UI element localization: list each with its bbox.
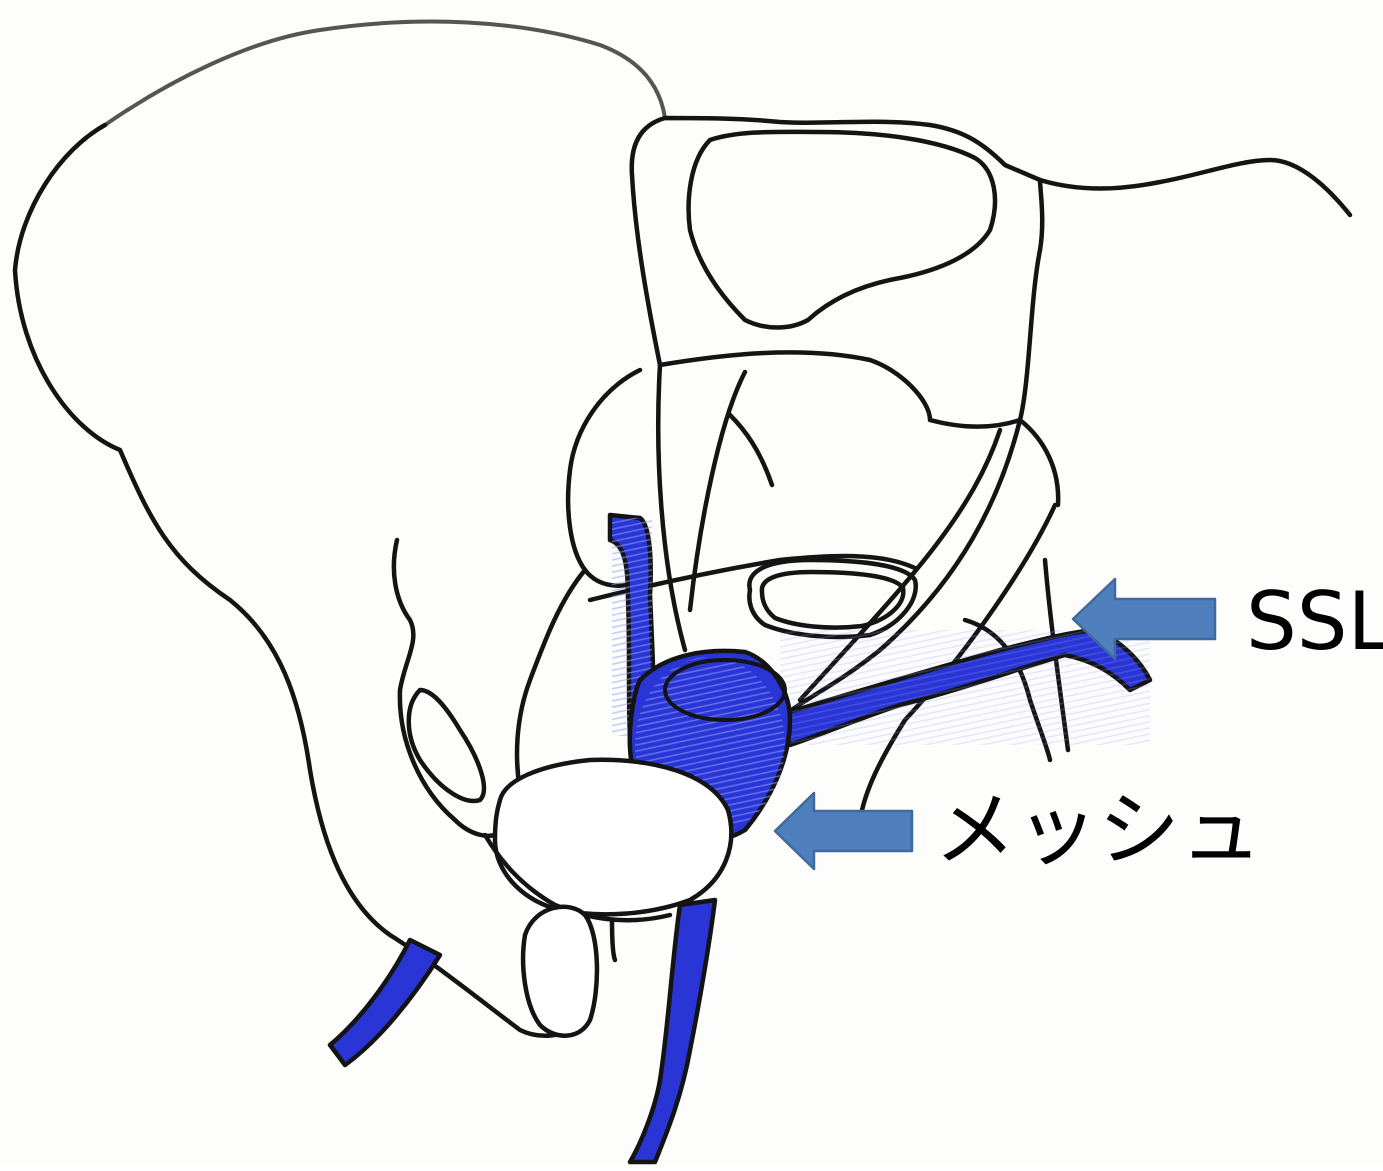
sacrum-block-inner <box>689 132 995 328</box>
spine-tail <box>1040 160 1350 215</box>
mesh-label: メッシュ <box>934 790 1262 872</box>
arrow-left-icon <box>775 793 912 869</box>
ligament-line-3 <box>730 415 772 485</box>
ligament-line-1 <box>658 365 685 650</box>
lower-small-oval <box>523 907 597 1036</box>
mesh-lower-left-strip[interactable] <box>330 940 440 1065</box>
lower-ring-line <box>612 920 615 960</box>
iliac-outline <box>15 125 575 1036</box>
lumbar-side <box>1020 420 1058 505</box>
iliac-wing-outline <box>105 22 665 125</box>
mesh-lower-right-strip[interactable] <box>630 900 715 1162</box>
foramen-ring-inner <box>762 572 903 628</box>
ssl-arrow <box>1070 575 1220 663</box>
ssl-label: SSL <box>1246 582 1383 662</box>
arrow-left-icon <box>1073 579 1215 659</box>
mesh-arrow <box>772 790 917 872</box>
obturator-loop <box>409 690 484 801</box>
acetabulum-curve <box>517 570 585 790</box>
